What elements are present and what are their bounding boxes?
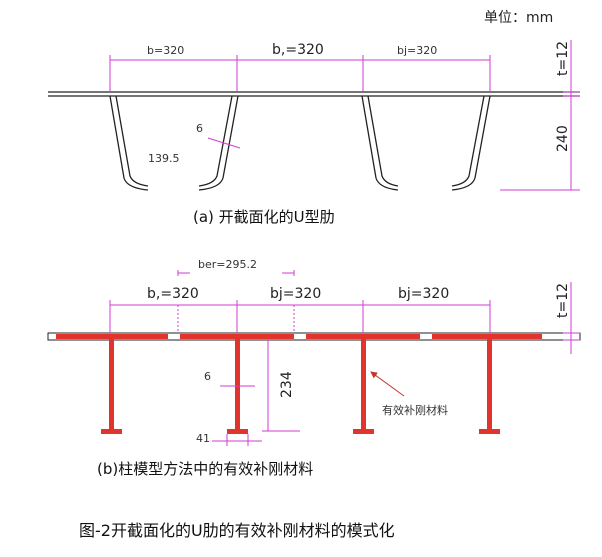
dim-a-web-thickness: 6 (196, 122, 203, 135)
t-stiffeners (101, 339, 500, 434)
dim-a-height: 240 (555, 125, 571, 152)
diagram-b: ber=295.2 b,=320 bj=320 bj=320 t=12 234 … (47, 258, 581, 478)
dim-a-b-mid: b,=320 (272, 42, 324, 58)
dim-b-height: 234 (279, 371, 295, 398)
deck-plate-b-outline (47, 332, 581, 341)
dimension-a-vertical (500, 40, 580, 191)
dim-a-bottom-width: 139.5 (148, 152, 180, 165)
dim-b-bj-right: bj=320 (398, 286, 449, 302)
caption-b: (b)柱模型方法中的有效补刚材料 (97, 460, 313, 478)
annotation-label: 有效补刚材料 (382, 403, 448, 417)
dim-a-thickness: t=12 (555, 41, 571, 76)
dimension-b-spacing (109, 300, 491, 333)
diagram-a: b=320 b,=320 bj=320 t=12 240 6 139.5 (a)… (48, 40, 580, 226)
unit-label: 单位：mm (484, 10, 553, 26)
dim-b-thickness: t=12 (555, 283, 571, 318)
annotation-arrow (370, 371, 405, 397)
u-rib-left (109, 95, 239, 191)
dim-b-web-thickness: 6 (204, 370, 211, 383)
dimension-b-flange (212, 434, 262, 446)
dimension-a-spacing (109, 55, 491, 92)
dim-b-bj-mid: bj=320 (270, 286, 321, 302)
caption-a: (a) 开截面化的U型肋 (193, 208, 335, 226)
dimension-b-ber (177, 270, 295, 333)
dim-a-b-left: b=320 (147, 44, 184, 57)
u-rib-right (361, 95, 491, 191)
dimension-b-height (262, 340, 300, 432)
deck-plate-b-effective (56, 334, 542, 339)
dim-b-flange-width: 41 (196, 432, 210, 445)
dim-a-bj-right: bj=320 (397, 44, 437, 57)
web-thickness-a-marker (207, 137, 241, 149)
dimension-b-vertical (563, 282, 580, 354)
figure-title: 图-2开截面化的U肋的有效补刚材料的模式化 (79, 521, 395, 540)
dim-b-b-left: b,=320 (147, 286, 199, 302)
dim-b-ber: ber=295.2 (198, 258, 257, 271)
